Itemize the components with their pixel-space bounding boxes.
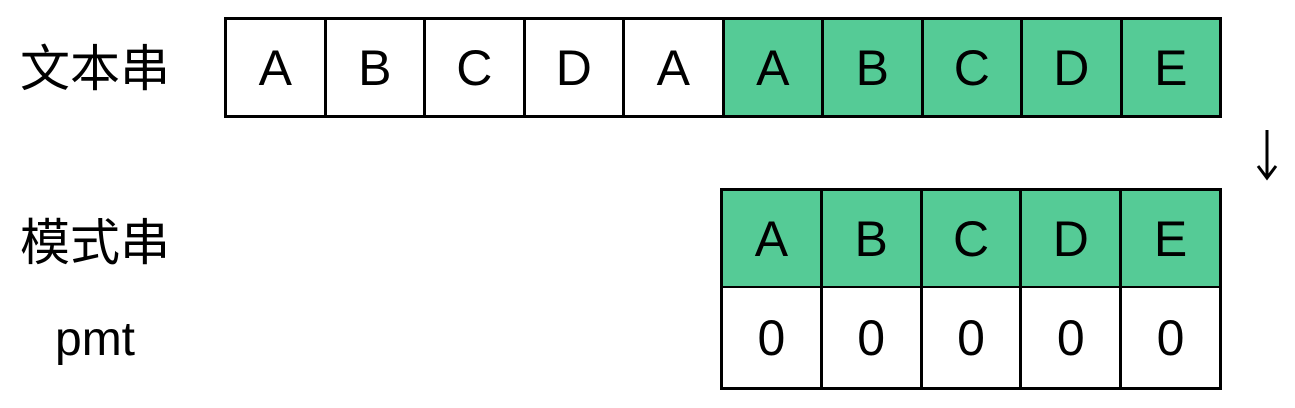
pmt-label: pmt xyxy=(55,313,136,366)
text-char-cell: D xyxy=(522,20,622,115)
text-char-cell: A xyxy=(721,20,821,115)
text-char-cell: E xyxy=(1119,20,1219,115)
pattern-string-row: A B C D E xyxy=(720,188,1222,289)
pmt-value-cell: 0 xyxy=(819,288,920,387)
pattern-char-cell: A xyxy=(723,191,820,286)
text-char-cell: B xyxy=(323,20,423,115)
text-char-cell: D xyxy=(1020,20,1120,115)
text-char-cell: C xyxy=(423,20,523,115)
text-string-row: A B C D A A B C D E xyxy=(224,17,1222,118)
pattern-char-cell: B xyxy=(819,191,920,286)
pattern-string-label: 模式串 xyxy=(20,214,170,272)
pattern-char-cell: D xyxy=(1019,191,1120,286)
text-char-cell: A xyxy=(227,20,324,115)
text-char-cell: A xyxy=(622,20,722,115)
pmt-value-cell: 0 xyxy=(1119,288,1219,387)
pmt-value-cell: 0 xyxy=(1019,288,1120,387)
text-char-cell: C xyxy=(920,20,1020,115)
pmt-value-cell: 0 xyxy=(919,288,1020,387)
text-string-label: 文本串 xyxy=(20,40,170,98)
text-char-cell: B xyxy=(821,20,921,115)
arrow-down-icon xyxy=(1256,130,1278,181)
pmt-value-cell: 0 xyxy=(723,288,820,387)
pattern-char-cell: C xyxy=(919,191,1020,286)
pmt-row: 0 0 0 0 0 xyxy=(720,288,1222,390)
pattern-char-cell: E xyxy=(1119,191,1219,286)
